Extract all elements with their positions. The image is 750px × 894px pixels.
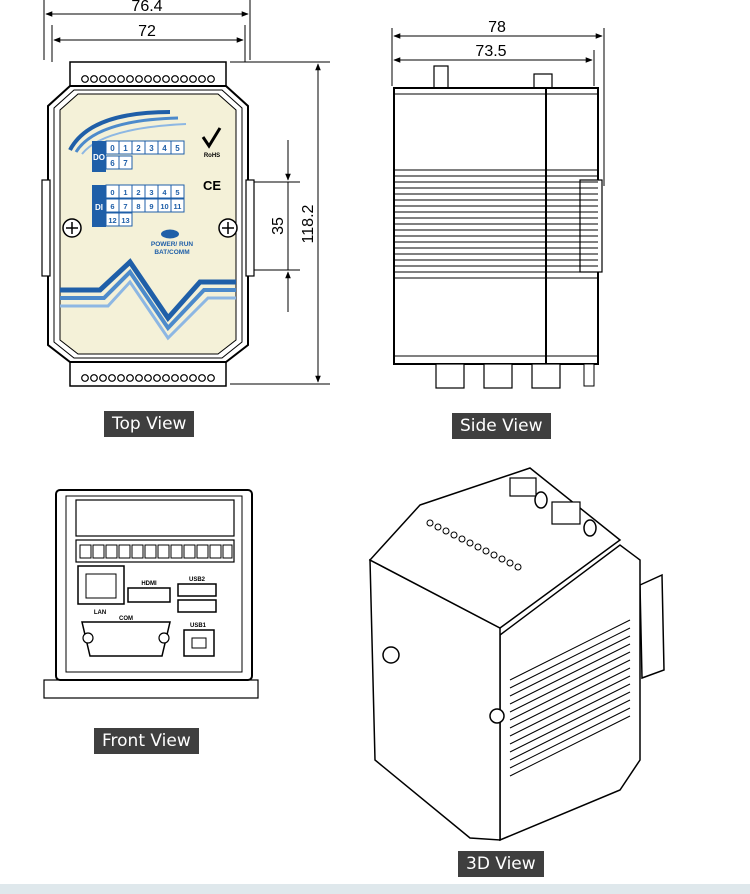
io-cell-label: 0 — [110, 144, 115, 153]
side-dimension-lines — [391, 28, 605, 186]
front-view-drawing — [43, 489, 259, 699]
io-cell-label: 12 — [108, 216, 116, 225]
port-hdmi-label: HDMI — [141, 581, 157, 587]
io-cell-label: 1 — [123, 144, 128, 153]
dim-side-body-width: 73.5 — [475, 43, 506, 60]
io-cell-label: 11 — [174, 202, 182, 211]
io-cell-label: 5 — [175, 144, 180, 153]
dim-top-overall-height: 118.2 — [300, 204, 317, 243]
io-cell-label: 6 — [110, 159, 115, 168]
io-cell-label: 7 — [123, 159, 128, 168]
top-view-drawing — [41, 61, 255, 387]
iso-terminal-holes — [426, 519, 522, 571]
dim-top-body-width: 72 — [138, 23, 156, 40]
iso-view-drawing — [368, 467, 665, 842]
rohs-mark: RoHS — [204, 153, 220, 159]
port-lan-label: LAN — [94, 610, 106, 616]
io-cell-label: 0 — [110, 188, 114, 197]
port-usb2-label: USB2 — [189, 577, 206, 583]
do-label: DO — [93, 153, 105, 162]
io-cell-label: 7 — [123, 202, 127, 211]
side-view-label: Side View — [452, 413, 551, 439]
port-usb1-label: USB1 — [190, 623, 207, 629]
io-cell-label: 13 — [121, 216, 129, 225]
footer-strip — [0, 884, 750, 894]
io-cell-label: 5 — [175, 188, 179, 197]
dim-top-rail-height: 35 — [270, 217, 287, 235]
iso-view-label: 3D View — [458, 851, 544, 877]
io-cell-label: 3 — [149, 188, 153, 197]
dim-side-overall-width: 78 — [488, 19, 506, 36]
led-label-power: POWER/ RUN — [151, 241, 194, 248]
di-label: DI — [95, 203, 103, 212]
io-cell-label: 6 — [110, 202, 114, 211]
ce-mark: CE — [203, 178, 221, 193]
io-cell-label: 2 — [136, 144, 141, 153]
top-terminal-holes — [81, 75, 215, 83]
side-view-drawing — [393, 65, 603, 389]
iso-fins — [509, 619, 631, 777]
top-view-label: Top View — [104, 411, 195, 437]
top-dimension-lines — [43, 0, 330, 385]
io-cell-label: 10 — [160, 202, 168, 211]
side-view-fins — [394, 169, 598, 279]
led-label-bat: BAT/COMM — [154, 249, 189, 256]
io-cell-label: 8 — [136, 202, 140, 211]
io-cell-label: 1 — [123, 188, 127, 197]
io-cell-label: 4 — [162, 188, 167, 197]
dim-top-overall-width: 76.4 — [131, 0, 162, 15]
port-com-label: COM — [119, 616, 133, 622]
io-cell-label: 3 — [149, 144, 154, 153]
io-cell-label: 9 — [149, 202, 153, 211]
bottom-terminal-holes — [81, 374, 215, 382]
io-cell-label: 2 — [136, 188, 140, 197]
io-cell-label: 4 — [162, 144, 167, 153]
front-view-label: Front View — [94, 728, 199, 754]
